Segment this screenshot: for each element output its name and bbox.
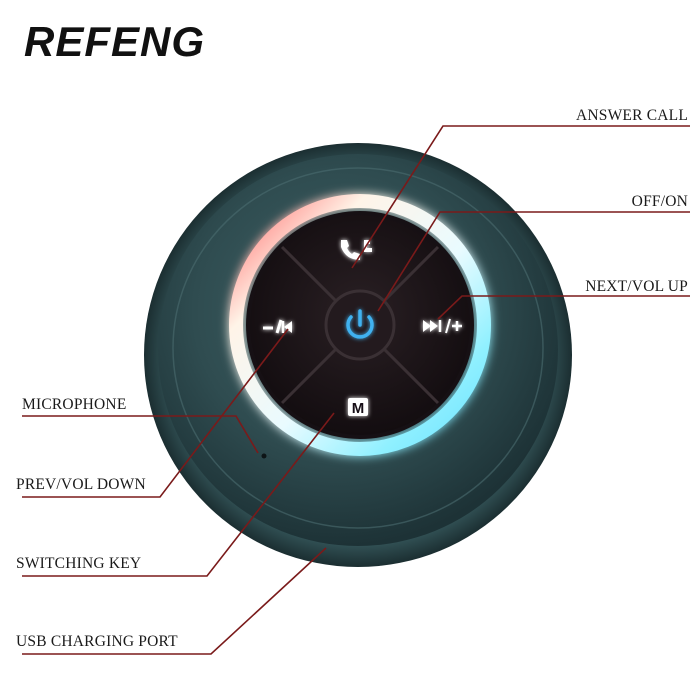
mode-m-icon: M <box>348 398 368 417</box>
prev-vol-down-icon <box>263 319 292 334</box>
label-next-vol-up: NEXT/VOL UP <box>585 278 688 295</box>
mode-m-glyph: M <box>352 400 365 417</box>
leader-answer-call <box>351 125 690 269</box>
label-prev-vol-down: PREV/VOL DOWN <box>16 476 146 493</box>
label-microphone: MICROPHONE <box>22 396 127 413</box>
power-icon <box>346 309 374 339</box>
microphone-hole <box>261 453 267 459</box>
label-off-on: OFF/ON <box>631 193 688 210</box>
leader-off-on <box>377 211 690 312</box>
leader-microphone <box>22 415 259 454</box>
leader-prev-vol-down <box>22 328 289 498</box>
leader-next-vol-up <box>437 295 690 320</box>
brand-logo: REFENG <box>24 18 205 66</box>
next-vol-up-icon <box>423 318 462 334</box>
brand-text: REFENG <box>24 18 206 65</box>
label-answer-call: ANSWER CALL <box>576 107 688 124</box>
power-button[interactable] <box>324 289 396 361</box>
label-usb-charging-port: USB CHARGING PORT <box>16 633 178 650</box>
leader-lines <box>22 125 690 655</box>
leader-switching-key <box>22 412 335 577</box>
label-switching-key: SWITCHING KEY <box>16 555 142 572</box>
leader-usb-charging-port <box>22 547 327 655</box>
phone-icon <box>341 240 372 260</box>
